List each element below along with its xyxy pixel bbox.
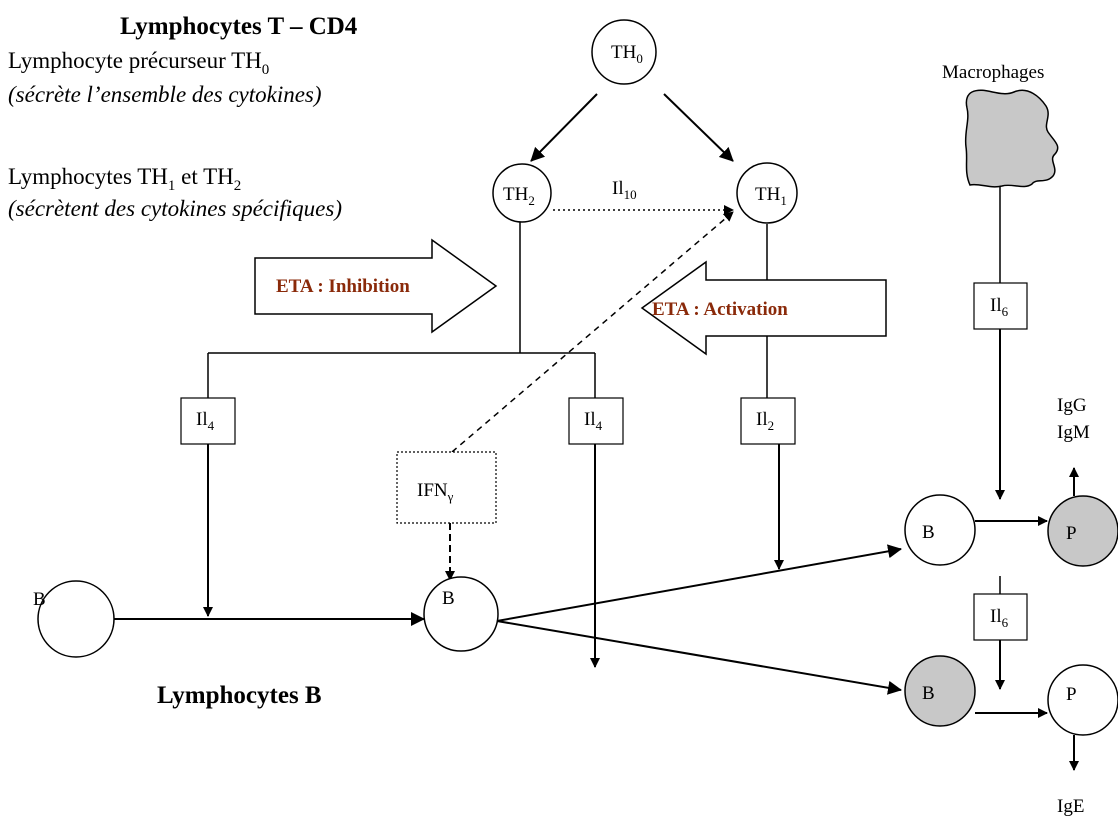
il4-left-box xyxy=(180,397,236,445)
igg-label: IgG xyxy=(1057,395,1087,416)
inhibition-arrow xyxy=(254,238,498,334)
th0-cell xyxy=(591,19,657,85)
b-cell-top-right xyxy=(904,494,976,566)
il4-left-label: Il4 xyxy=(196,409,215,433)
arrow-th0-th2 xyxy=(530,93,598,162)
b-cell-bottom-right-label: B xyxy=(922,683,935,704)
plasma-cell-top-label: P xyxy=(1066,523,1077,544)
th0-cell-label: TH0 xyxy=(611,42,643,66)
lymphocytes-b-title: Lymphocytes B xyxy=(157,682,322,709)
il6-top-label: Il6 xyxy=(990,295,1009,319)
il4-right-box xyxy=(568,397,624,445)
th1-cell xyxy=(736,162,798,224)
il10-label: Il10 xyxy=(612,178,637,202)
il2-label: Il2 xyxy=(756,409,774,433)
plasma-cell-top xyxy=(1047,495,1118,567)
activation-arrow xyxy=(640,260,887,356)
plasma-cell-bottom xyxy=(1047,664,1118,736)
activation-label: ETA : Activation xyxy=(652,299,788,320)
il4-right-label: Il4 xyxy=(584,409,603,433)
il6-bottom-label: Il6 xyxy=(990,606,1009,630)
b-cell-mid-label: B xyxy=(442,588,455,609)
ifn-box xyxy=(396,451,497,524)
macrophage-shape xyxy=(964,89,1059,188)
b-cell-top-right-label: B xyxy=(922,522,935,543)
macrophages-label: Macrophages xyxy=(942,62,1044,83)
th2-cell xyxy=(492,163,552,223)
arrow-b-mid-to-bottom-right xyxy=(496,620,902,695)
th0-note: (sécrète l’ensemble des cytokines) xyxy=(8,82,322,107)
arrow-th0-th1 xyxy=(663,93,734,162)
b-cell-mid xyxy=(423,576,499,652)
b-cell-left-label: B xyxy=(33,589,46,610)
ifn-label: IFNγ xyxy=(417,480,454,504)
th12-line: Lymphocytes TH1 et TH2 xyxy=(8,164,241,194)
ige-label: IgE xyxy=(1057,796,1084,817)
b-cell-bottom-right xyxy=(904,655,976,727)
igm-label: IgM xyxy=(1057,422,1090,443)
th1-cell-label: TH1 xyxy=(755,184,787,208)
arrow-b-mid-to-top-right xyxy=(496,544,902,622)
th2-cell-label: TH2 xyxy=(503,184,535,208)
il2-box xyxy=(740,397,796,445)
il6-bottom-box xyxy=(973,593,1028,641)
th12-note: (sécrètent des cytokines spécifiques) xyxy=(8,196,342,221)
b-cell-left xyxy=(37,580,115,658)
th0-line: Lymphocyte précurseur TH0 xyxy=(8,48,269,78)
header-title: Lymphocytes T – CD4 xyxy=(120,13,358,40)
inhibition-label: ETA : Inhibition xyxy=(276,276,410,297)
plasma-cell-bottom-label: P xyxy=(1066,684,1077,705)
il6-top-box xyxy=(973,282,1028,330)
